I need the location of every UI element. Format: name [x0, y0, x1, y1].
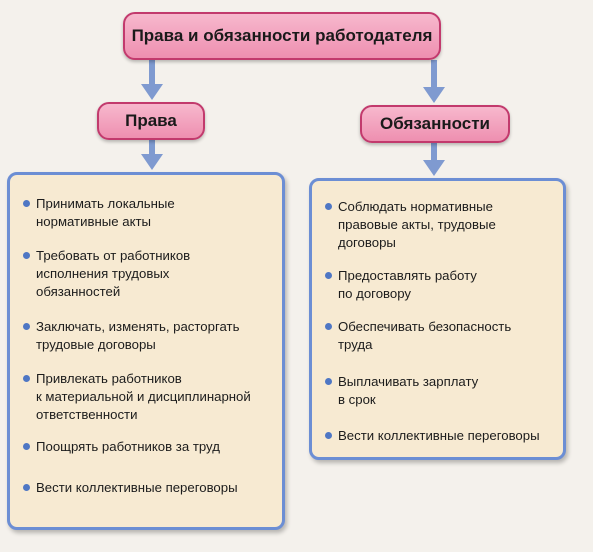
bullet-icon [23, 200, 30, 207]
rights-item-text: Вести коллективные переговоры [36, 480, 238, 495]
duties-list-item: Выплачивать зарплату в срок [325, 373, 557, 409]
bullet-icon [325, 323, 332, 330]
rights-heading-box: Права [97, 102, 205, 140]
bullet-icon [23, 323, 30, 330]
rights-item-text: Заключать, изменять, расторгать трудовые… [36, 319, 240, 352]
rights-list-item: Принимать локальные нормативные акты [23, 195, 276, 231]
duties-item-text: Выплачивать зарплату в срок [338, 374, 479, 407]
rights-heading: Права [125, 111, 177, 130]
diagram-title: Права и обязанности работодателя [131, 26, 433, 45]
duties-list-item: Вести коллективные переговоры [325, 427, 557, 445]
bullet-icon [23, 375, 30, 382]
rights-list-item: Вести коллективные переговоры [23, 479, 276, 497]
bullet-icon [23, 443, 30, 450]
duties-item-text: Предоставлять работу по договору [338, 268, 477, 301]
rights-list-item: Заключать, изменять, расторгать трудовые… [23, 318, 276, 354]
bullet-icon [325, 203, 332, 210]
bullet-icon [325, 378, 332, 385]
connector-duties-panel-line [431, 143, 437, 166]
duties-heading-box: Обязанности [360, 105, 510, 143]
rights-item-text: Поощрять работников за труд [36, 439, 220, 454]
rights-list-item: Требовать от работников исполнения трудо… [23, 247, 276, 301]
duties-heading: Обязанности [379, 114, 491, 133]
rights-item-text: Принимать локальные нормативные акты [36, 196, 175, 229]
duties-list-item: Предоставлять работу по договору [325, 267, 557, 303]
bullet-icon [23, 484, 30, 491]
rights-panel: Принимать локальные нормативные акты Тре… [7, 172, 285, 530]
duties-item-text: Соблюдать нормативные правовые акты, тру… [338, 199, 496, 250]
connector-title-duties-line [431, 60, 437, 93]
connector-duties-panel-arrowhead [423, 160, 445, 176]
connector-rights-panel-line [149, 140, 155, 160]
duties-list-item: Соблюдать нормативные правовые акты, тру… [325, 198, 557, 252]
duties-item-text: Вести коллективные переговоры [338, 428, 540, 443]
bullet-icon [23, 252, 30, 259]
bullet-icon [325, 272, 332, 279]
connector-rights-panel-arrowhead [141, 154, 163, 170]
bullet-icon [325, 432, 332, 439]
duties-list-item: Обеспечивать безопасность труда [325, 318, 557, 354]
duties-panel: Соблюдать нормативные правовые акты, тру… [309, 178, 566, 460]
connector-title-rights-arrowhead [141, 84, 163, 100]
rights-list-item: Поощрять работников за труд [23, 438, 276, 456]
diagram-title-box: Права и обязанности работодателя [123, 12, 441, 60]
rights-item-text: Привлекать работников к материальной и д… [36, 371, 251, 422]
rights-list-item: Привлекать работников к материальной и д… [23, 370, 276, 424]
connector-title-duties-arrowhead [423, 87, 445, 103]
duties-item-text: Обеспечивать безопасность труда [338, 319, 512, 352]
rights-item-text: Требовать от работников исполнения трудо… [36, 248, 191, 299]
connector-title-rights-line [149, 60, 155, 90]
